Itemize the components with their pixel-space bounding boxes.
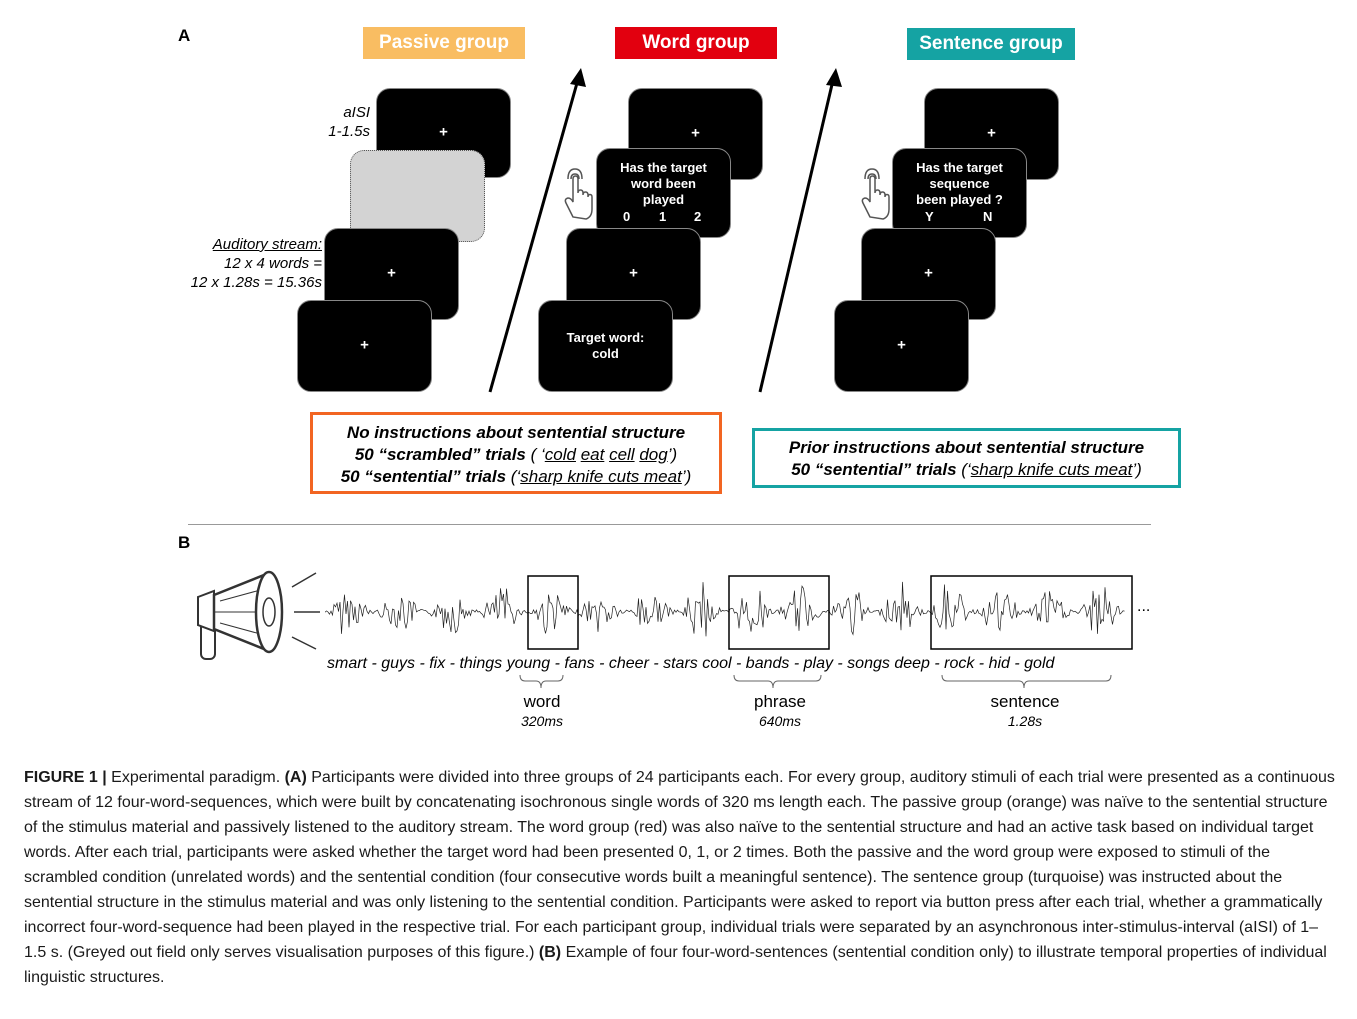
instructions-right-line1: Prior instructions about sentential stru… [788, 438, 1145, 457]
sentence-screen-3: + [834, 300, 969, 392]
audio-waveform [325, 575, 1133, 650]
option-2: 2 [694, 209, 702, 224]
paren-close: ’) [681, 467, 692, 486]
panel-divider [188, 524, 1151, 525]
instructions-right-line2: 50 “sentential” trials (‘sharp knife cut… [755, 459, 1178, 481]
button-press-hand-icon [861, 168, 890, 220]
unit-phrase-label: phrase [754, 692, 806, 711]
paren-open: (‘ [506, 467, 521, 486]
fixation-cross: + [924, 264, 933, 282]
figure-caption: FIGURE 1 | Experimental paradigm. (A) Pa… [24, 765, 1336, 990]
fixation-cross: + [987, 124, 996, 142]
passive-group-label: Passive group [363, 27, 525, 59]
paren-open: ( ‘ [525, 445, 545, 464]
unit-word-label: word [523, 692, 561, 711]
word-sequence: smart - guys - fix - things young - fans… [327, 655, 1055, 672]
word-group-label: Word group [615, 27, 777, 59]
fixation-cross: + [691, 124, 700, 142]
auditory-stream-label: Auditory stream: 12 x 4 words = 12 x 1.2… [150, 235, 322, 292]
instructions-left-line2: 50 “scrambled” trials ( ‘cold eat cell d… [313, 444, 719, 466]
auditory-stream-title: Auditory stream: [212, 236, 322, 253]
scrambled-trials-count: 50 “scrambled” trials [354, 445, 526, 464]
caption-b-label: (B) [538, 944, 562, 961]
target-word-screen: Target word: cold [538, 300, 673, 392]
instructions-left-line1: No instructions about sentential structu… [346, 423, 686, 442]
sentence-question-screen: Has the target sequence been played ? Y … [892, 148, 1027, 238]
button-press-hand-icon [564, 168, 593, 220]
word-question-screen: Has the target word been played 0 1 2 [596, 148, 731, 238]
figure-label: FIGURE 1 | [24, 769, 107, 786]
timeline-arrow-2 [758, 68, 842, 393]
fixation-cross: + [629, 264, 638, 282]
sentential-trials-count: 50 “sentential” trials [340, 467, 507, 486]
option-no: N [983, 209, 993, 224]
paren-close: ’) [1132, 460, 1142, 479]
fixation-cross: + [439, 123, 448, 141]
option-1: 1 [659, 209, 667, 224]
unit-braces [519, 674, 1112, 689]
word-question: Has the target word been played [620, 160, 707, 207]
panel-b-letter: B [178, 533, 191, 552]
caption-intro: Experimental paradigm. [106, 769, 285, 786]
caption-a-label: (A) [284, 769, 307, 786]
waveform-ellipsis: ... [1137, 598, 1151, 615]
sentence-group-label: Sentence group [907, 28, 1075, 60]
waveform-trace [325, 581, 1125, 637]
timeline-arrow-1 [488, 68, 586, 393]
target-word-prompt: Target word: cold [566, 330, 645, 361]
paren-close: ’) [667, 445, 678, 464]
fixation-cross: + [360, 336, 369, 354]
caption-b-text: Example of four four-word-sentences (sen… [24, 944, 1327, 986]
aisi-value: 1-1.5s [328, 123, 370, 140]
word-bracket-box [527, 575, 579, 650]
sentence-bracket-box [930, 575, 1133, 650]
example-word: dog [639, 445, 668, 464]
waveform-path [325, 581, 1125, 637]
aisi-label-text: aISI [343, 104, 370, 121]
paren-open: (‘ [956, 460, 971, 479]
sentence-question: Has the target sequence been played ? [916, 160, 1003, 207]
unit-sentence-duration: 1.28s [1007, 713, 1043, 729]
aisi-label: aISI 1-1.5s [290, 103, 370, 141]
example-sentence: sharp knife cuts meat [970, 460, 1133, 479]
example-word: cell [609, 445, 635, 464]
auditory-stream-line2: 12 x 4 words = [224, 255, 322, 272]
caption-a-text: Participants were divided into three gro… [24, 769, 1335, 961]
unit-word-duration: 320ms [520, 713, 564, 729]
passive-screen-3: + [297, 300, 432, 392]
unit-sentence-label: sentence [990, 692, 1060, 711]
megaphone-icon [197, 570, 320, 660]
instructions-box-right: Prior instructions about sentential stru… [752, 428, 1181, 488]
instructions-box-left: No instructions about sentential structu… [310, 412, 722, 494]
example-word: cold [544, 445, 576, 464]
fixation-cross: + [897, 336, 906, 354]
unit-phrase-duration: 640ms [758, 713, 802, 729]
instructions-left-line3: 50 “sentential” trials (‘sharp knife cut… [313, 466, 719, 488]
option-0: 0 [623, 209, 631, 224]
sentential-trials-count: 50 “sentential” trials [791, 460, 957, 479]
fixation-cross: + [387, 264, 396, 282]
greyed-out-screen [350, 150, 485, 242]
example-word: eat [580, 445, 605, 464]
auditory-stream-line3: 12 x 1.28s = 15.36s [190, 274, 322, 291]
phrase-bracket-box [728, 575, 830, 650]
panel-a-letter: A [178, 26, 191, 45]
option-yes: Y [925, 209, 934, 224]
example-sentence: sharp knife cuts meat [520, 467, 682, 486]
